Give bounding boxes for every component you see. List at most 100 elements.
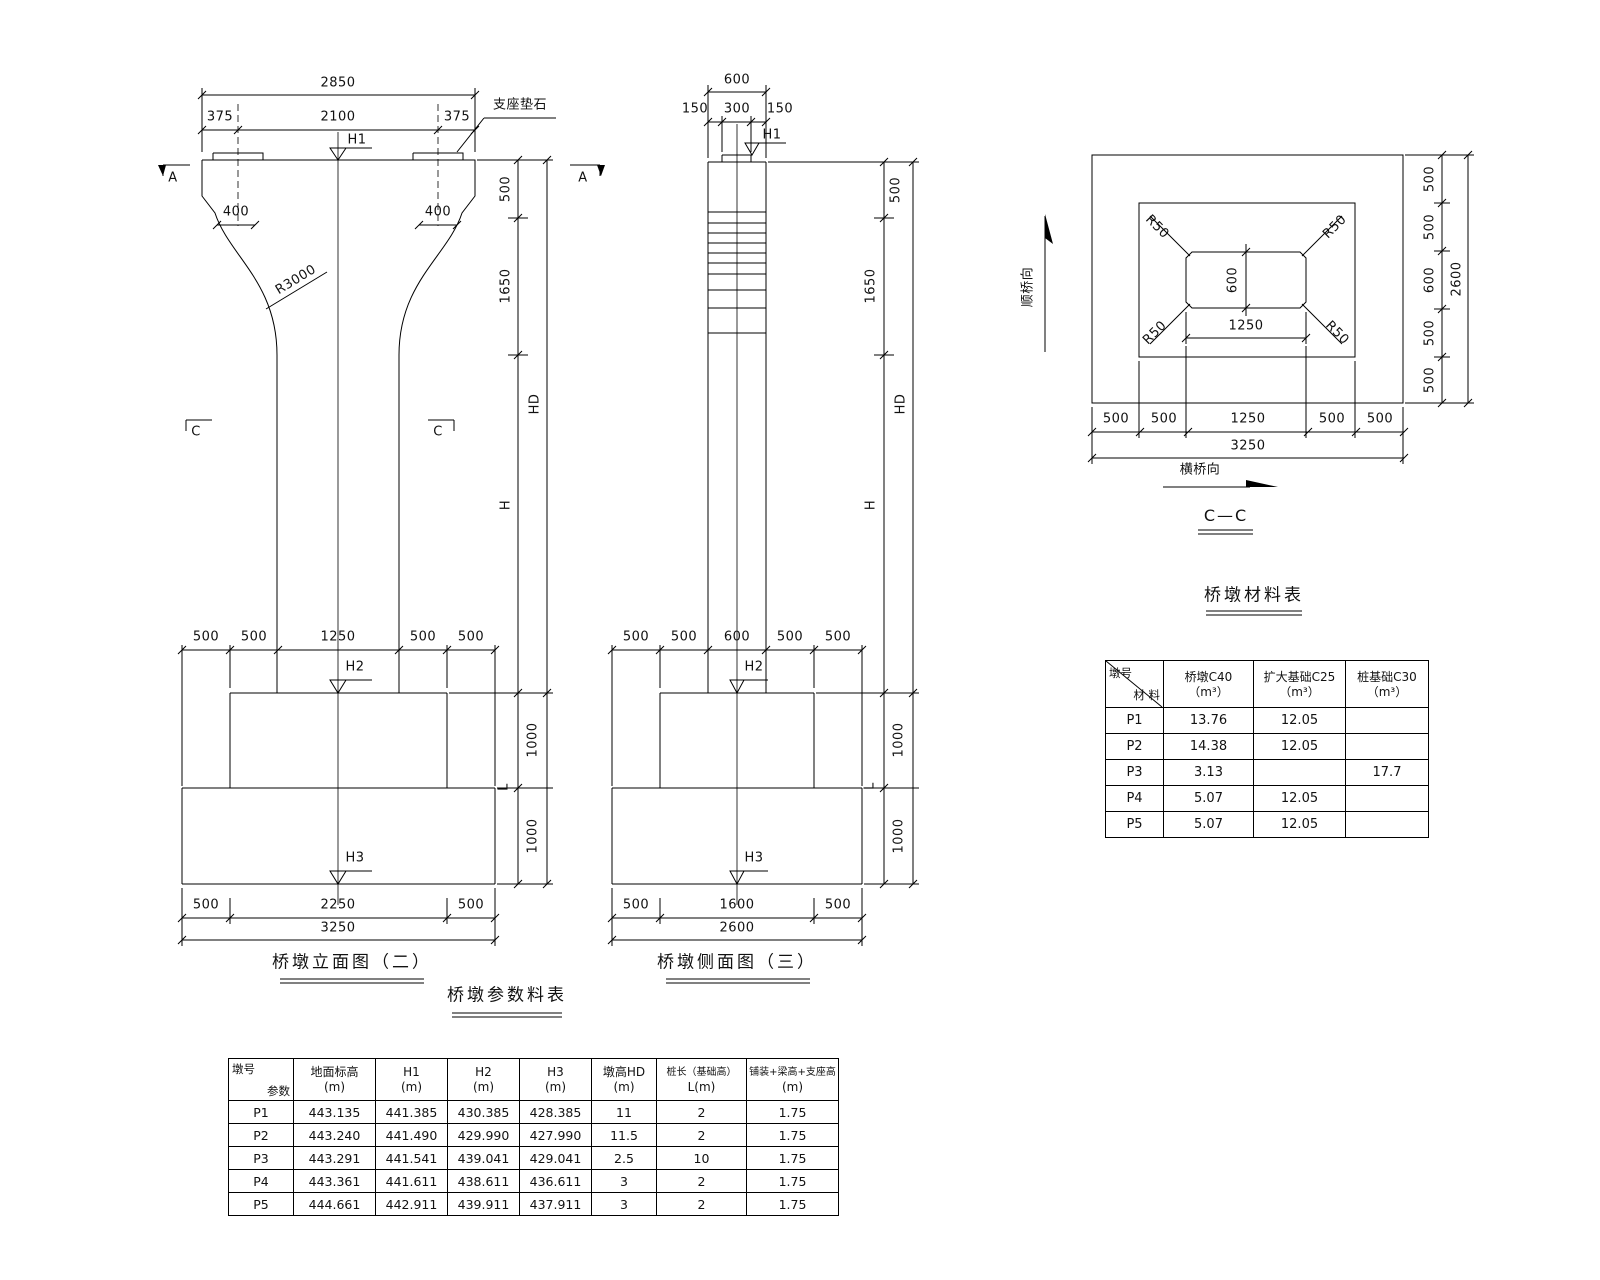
l-label: L	[862, 782, 878, 790]
dim-label: 500	[498, 175, 514, 203]
column-header: 桥墩C40（m³）	[1163, 660, 1254, 708]
corner-top: 材 料	[1133, 688, 1160, 702]
cell: P3	[228, 1146, 294, 1170]
cell: 11	[591, 1100, 657, 1124]
cell: 442.911	[375, 1192, 448, 1216]
dim-label: 500	[240, 629, 268, 645]
dim-label: 1650	[498, 268, 514, 304]
cell: 3	[591, 1169, 657, 1193]
title-underlines	[280, 529, 1302, 1018]
dim-label: 500	[776, 629, 804, 645]
material-table-title: 桥墩材料表	[1204, 585, 1304, 606]
column-header: H3(m)	[519, 1058, 592, 1101]
dim-label: 1000	[525, 818, 541, 854]
cell: P2	[1105, 733, 1164, 760]
cell: 1.75	[746, 1123, 839, 1147]
cell: 441.490	[375, 1123, 448, 1147]
cell: 437.911	[519, 1192, 592, 1216]
h-label: H	[498, 499, 514, 511]
cell: 441.541	[375, 1146, 448, 1170]
cell: 443.135	[293, 1100, 376, 1124]
dim-label: 1250	[320, 629, 356, 645]
column-header: 桩长（基础高）L(m)	[656, 1058, 747, 1101]
section-c-label: C	[191, 424, 201, 440]
dim-label: 600	[723, 72, 751, 88]
cell: 2	[656, 1123, 747, 1147]
column-header: 地面标高(m)	[293, 1058, 376, 1101]
bearing-leader	[456, 117, 556, 153]
cell: 3	[591, 1192, 657, 1216]
cell: 17.7	[1345, 759, 1429, 786]
cell: 12.05	[1253, 707, 1346, 734]
elevation-geometry	[158, 104, 605, 905]
dim-label: 500	[1422, 366, 1438, 394]
side-geometry	[611, 124, 863, 905]
hd-label: HD	[527, 393, 543, 415]
cell: P1	[228, 1100, 294, 1124]
param-table: 参数 墩号 地面标高(m) H1(m) H2(m) H3(m) 墩高HD(m) …	[228, 1058, 839, 1216]
cell: P4	[228, 1169, 294, 1193]
cc-geometry	[1044, 154, 1404, 488]
cell: 3.13	[1163, 759, 1254, 786]
bearing-pad-label: 支座垫石	[492, 97, 548, 113]
column-header: 墩高HD(m)	[591, 1058, 657, 1101]
across-bridge-label: 横桥向	[1179, 462, 1221, 478]
h-label: H	[863, 499, 879, 511]
column-header: 桩基础C30（m³）	[1345, 660, 1429, 708]
column-header: 扩大基础C25（m³）	[1253, 660, 1346, 708]
cell: P3	[1105, 759, 1164, 786]
corner-bottom: 墩号	[1109, 666, 1132, 680]
dim-label: 500	[192, 629, 220, 645]
cell: P4	[1105, 785, 1164, 812]
side-h-markers	[729, 142, 786, 886]
cell: 430.385	[447, 1100, 520, 1124]
h3-label: H3	[744, 850, 764, 866]
corner-cell: 材 料 墩号	[1105, 660, 1164, 708]
cell: 2	[656, 1169, 747, 1193]
dim-label: 500	[1102, 411, 1130, 427]
dim-label: 500	[1318, 411, 1346, 427]
cell: 1.75	[746, 1192, 839, 1216]
cell: 2	[656, 1100, 747, 1124]
dim-label: 500	[1150, 411, 1178, 427]
dim-label: 400	[222, 204, 250, 220]
elev-h-markers	[329, 147, 372, 885]
cell	[1345, 707, 1429, 734]
dim-label: 1600	[719, 897, 755, 913]
cell: 443.240	[293, 1123, 376, 1147]
cell: 427.990	[519, 1123, 592, 1147]
cell	[1345, 785, 1429, 812]
cell: 1.75	[746, 1146, 839, 1170]
dim-label: 500	[192, 897, 220, 913]
dim-label: 500	[622, 629, 650, 645]
h1-label: H1	[347, 132, 367, 148]
dim-label: 500	[824, 629, 852, 645]
dim-label: 1250	[1230, 411, 1266, 427]
cell	[1345, 733, 1429, 760]
dim-label: 2100	[320, 109, 356, 125]
dim-label: 1250	[1228, 318, 1264, 334]
cell: 5.07	[1163, 811, 1254, 838]
dim-label: 600	[1225, 266, 1241, 294]
column-header: H1(m)	[375, 1058, 448, 1101]
cell: 5.07	[1163, 785, 1254, 812]
radius-leader	[265, 271, 328, 310]
cell: 444.661	[293, 1192, 376, 1216]
dim-label: 1000	[891, 818, 907, 854]
dim-label: 1650	[863, 268, 879, 304]
dim-label: 1000	[525, 722, 541, 758]
dim-label: 500	[457, 897, 485, 913]
dim-label: 500	[824, 897, 852, 913]
cell	[1345, 811, 1429, 838]
cell	[1253, 759, 1346, 786]
r50-leaders	[1149, 215, 1343, 345]
corner-bottom: 墩号	[232, 1061, 255, 1076]
dim-label: 1000	[891, 722, 907, 758]
dim-label: 600	[723, 629, 751, 645]
